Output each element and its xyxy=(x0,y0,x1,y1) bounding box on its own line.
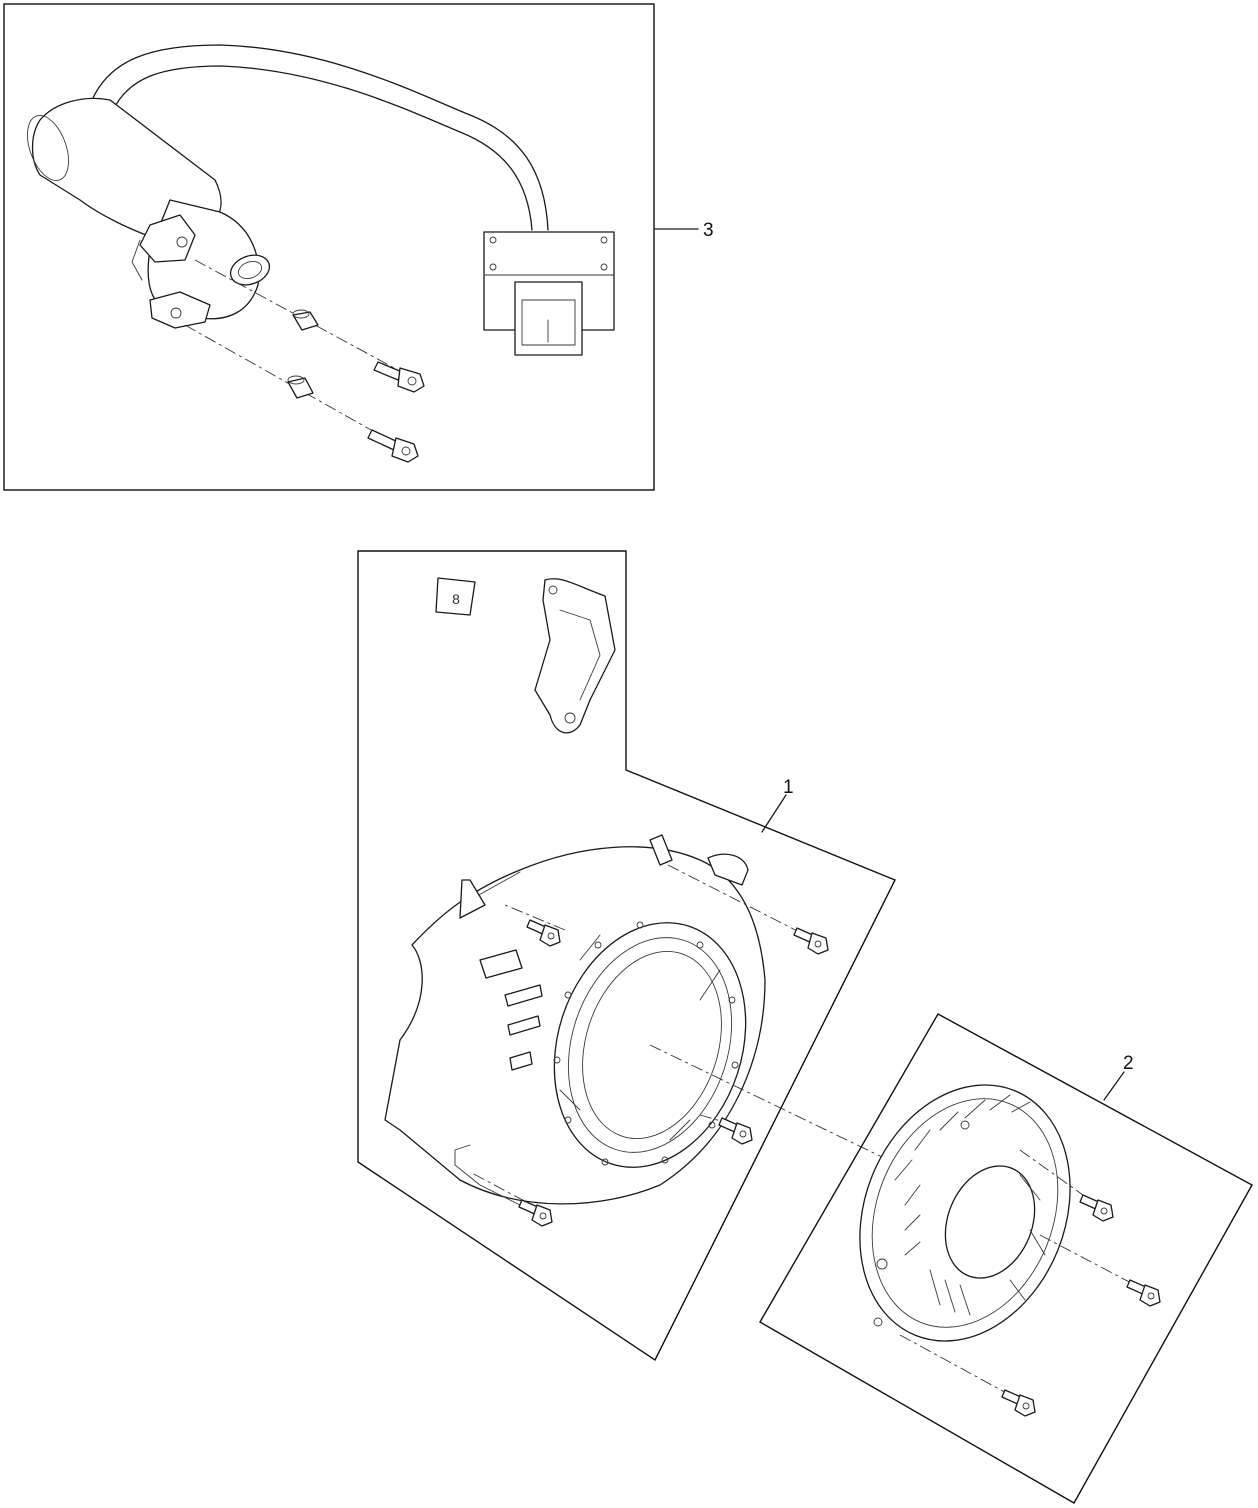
bolt-upper xyxy=(373,361,425,393)
decal: 8 xyxy=(435,577,476,616)
callout-2: 2 xyxy=(1123,1053,1134,1074)
callout-leader-1 xyxy=(761,794,787,833)
bolt-lower xyxy=(367,429,419,463)
recoil-starter-assembly: 2 xyxy=(759,1013,1253,1504)
assembly-frame-3 xyxy=(3,3,655,491)
bolt-housing-b xyxy=(793,927,829,955)
leader-housing-bolt-a xyxy=(504,904,566,931)
leader-housing-bolt-b xyxy=(667,864,816,941)
callout-leader-2 xyxy=(1103,1071,1125,1101)
callout-3: 3 xyxy=(703,220,714,241)
starter-control-box xyxy=(483,231,615,356)
starter-cable xyxy=(91,44,549,231)
bolt-housing-d xyxy=(518,1199,553,1227)
leader-recoil-bolt-a xyxy=(1019,1149,1091,1201)
blower-housing-assembly: 8 xyxy=(357,550,941,1362)
bolt-recoil-b xyxy=(1126,1279,1161,1307)
starter-kit-assembly: 3 xyxy=(3,3,714,491)
recoil-starter xyxy=(859,1084,1071,1342)
bracket xyxy=(534,578,616,734)
starter-motor xyxy=(27,97,271,329)
leader-housing-bolt-c xyxy=(469,1171,546,1213)
leader-main-axis xyxy=(649,1044,941,1186)
bolt-housing-c xyxy=(718,1117,753,1145)
spacer-upper xyxy=(292,309,319,331)
bolt-recoil-c xyxy=(1001,1389,1036,1417)
assembly-frame-2 xyxy=(759,1013,1253,1504)
bolt-recoil-a xyxy=(1079,1194,1114,1222)
assembly-frame-1 xyxy=(357,550,896,1362)
leader-recoil-bolt-c xyxy=(899,1334,1011,1396)
leader-upper-bolt xyxy=(194,259,421,383)
leader-recoil-bolt-b xyxy=(1039,1234,1136,1286)
bolt-housing-a xyxy=(526,919,561,947)
callout-1: 1 xyxy=(783,777,794,798)
spacer-lower xyxy=(287,375,314,399)
decal-glyph: 8 xyxy=(452,591,460,607)
